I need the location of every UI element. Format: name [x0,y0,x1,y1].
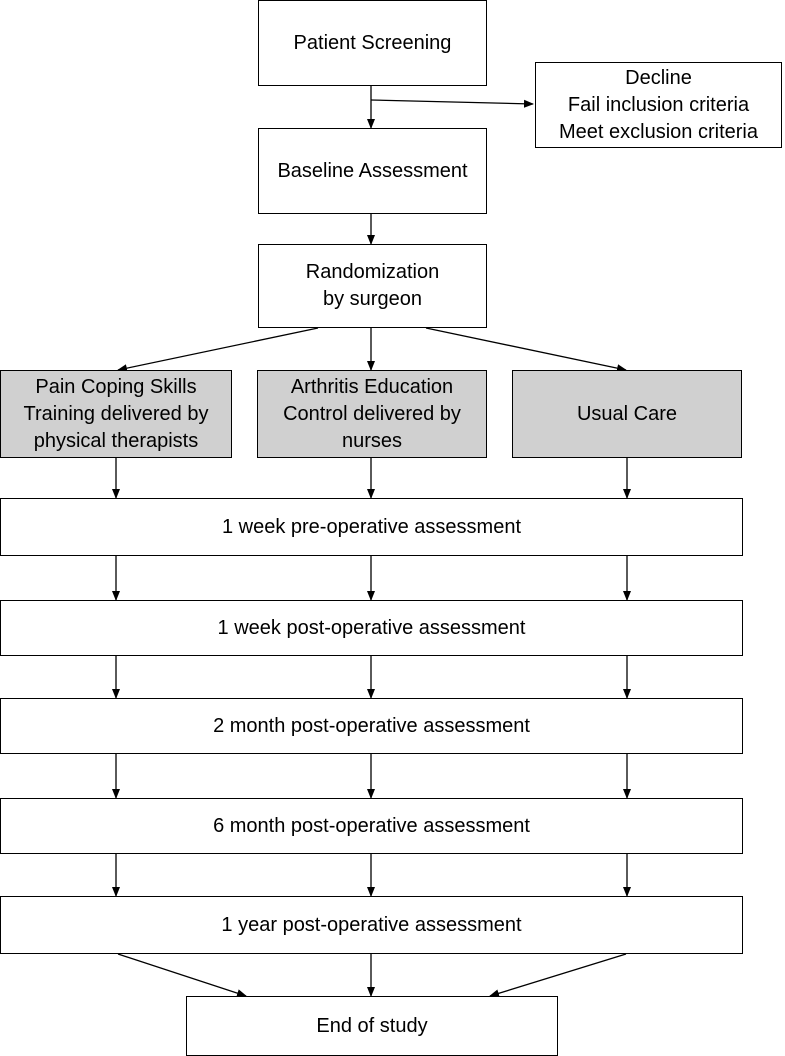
baseline-assessment-label: Baseline Assessment [277,159,468,182]
end-of-study-label: End of study [316,1014,428,1037]
patient-screening-label: Patient Screening [293,31,452,54]
arm-arthritis-education-label: Arthritis Education Control delivered by… [283,375,461,452]
randomization-label: Randomization by surgeon [305,261,440,310]
assessment-2mo-postop-label: 2 month post-operative assessment [213,714,530,737]
arm-pain-coping-box: Pain Coping Skills Training delivered by… [0,370,232,458]
assessment-1wk-postop-label: 1 week post-operative assessment [217,616,526,639]
arm-usual-care-box: Usual Care [512,370,742,458]
assessment-1wk-postop-box: 1 week post-operative assessment [0,600,743,656]
assessment-1yr-postop-label: 1 year post-operative assessment [221,913,522,936]
arrow-post1yr-end-left [117,953,247,997]
arrow-post1yr-end-right [489,953,627,998]
assessment-6mo-postop-box: 6 month post-operative assessment [0,798,743,854]
assessment-1wk-preop-box: 1 week pre-operative assessment [0,498,743,556]
assessment-1wk-preop-label: 1 week pre-operative assessment [221,515,522,538]
exclusion-meet-exclusion: Meet exclusion criteria [559,120,758,143]
exclusion-box: Decline Fail inclusion criteria Meet exc… [535,62,782,148]
assessment-2mo-postop-box: 2 month post-operative assessment [0,698,743,754]
exclusion-fail-inclusion: Fail inclusion criteria [567,93,750,116]
arrow-randomization-usual [425,327,627,373]
arm-pain-coping-label: Pain Coping Skills Training delivered by… [23,375,209,452]
arrow-screening-exclusion [370,99,534,108]
patient-screening-box: Patient Screening [258,0,487,86]
end-of-study-box: End of study [186,996,558,1056]
arrow-randomization-pcst [117,327,319,373]
arm-usual-care-label: Usual Care [576,402,678,425]
assessment-6mo-postop-label: 6 month post-operative assessment [213,814,530,837]
randomization-box: Randomization by surgeon [258,244,487,328]
exclusion-decline: Decline [625,66,692,89]
assessment-1yr-postop-box: 1 year post-operative assessment [0,896,743,954]
baseline-assessment-box: Baseline Assessment [258,128,487,214]
arm-arthritis-education-box: Arthritis Education Control delivered by… [257,370,487,458]
